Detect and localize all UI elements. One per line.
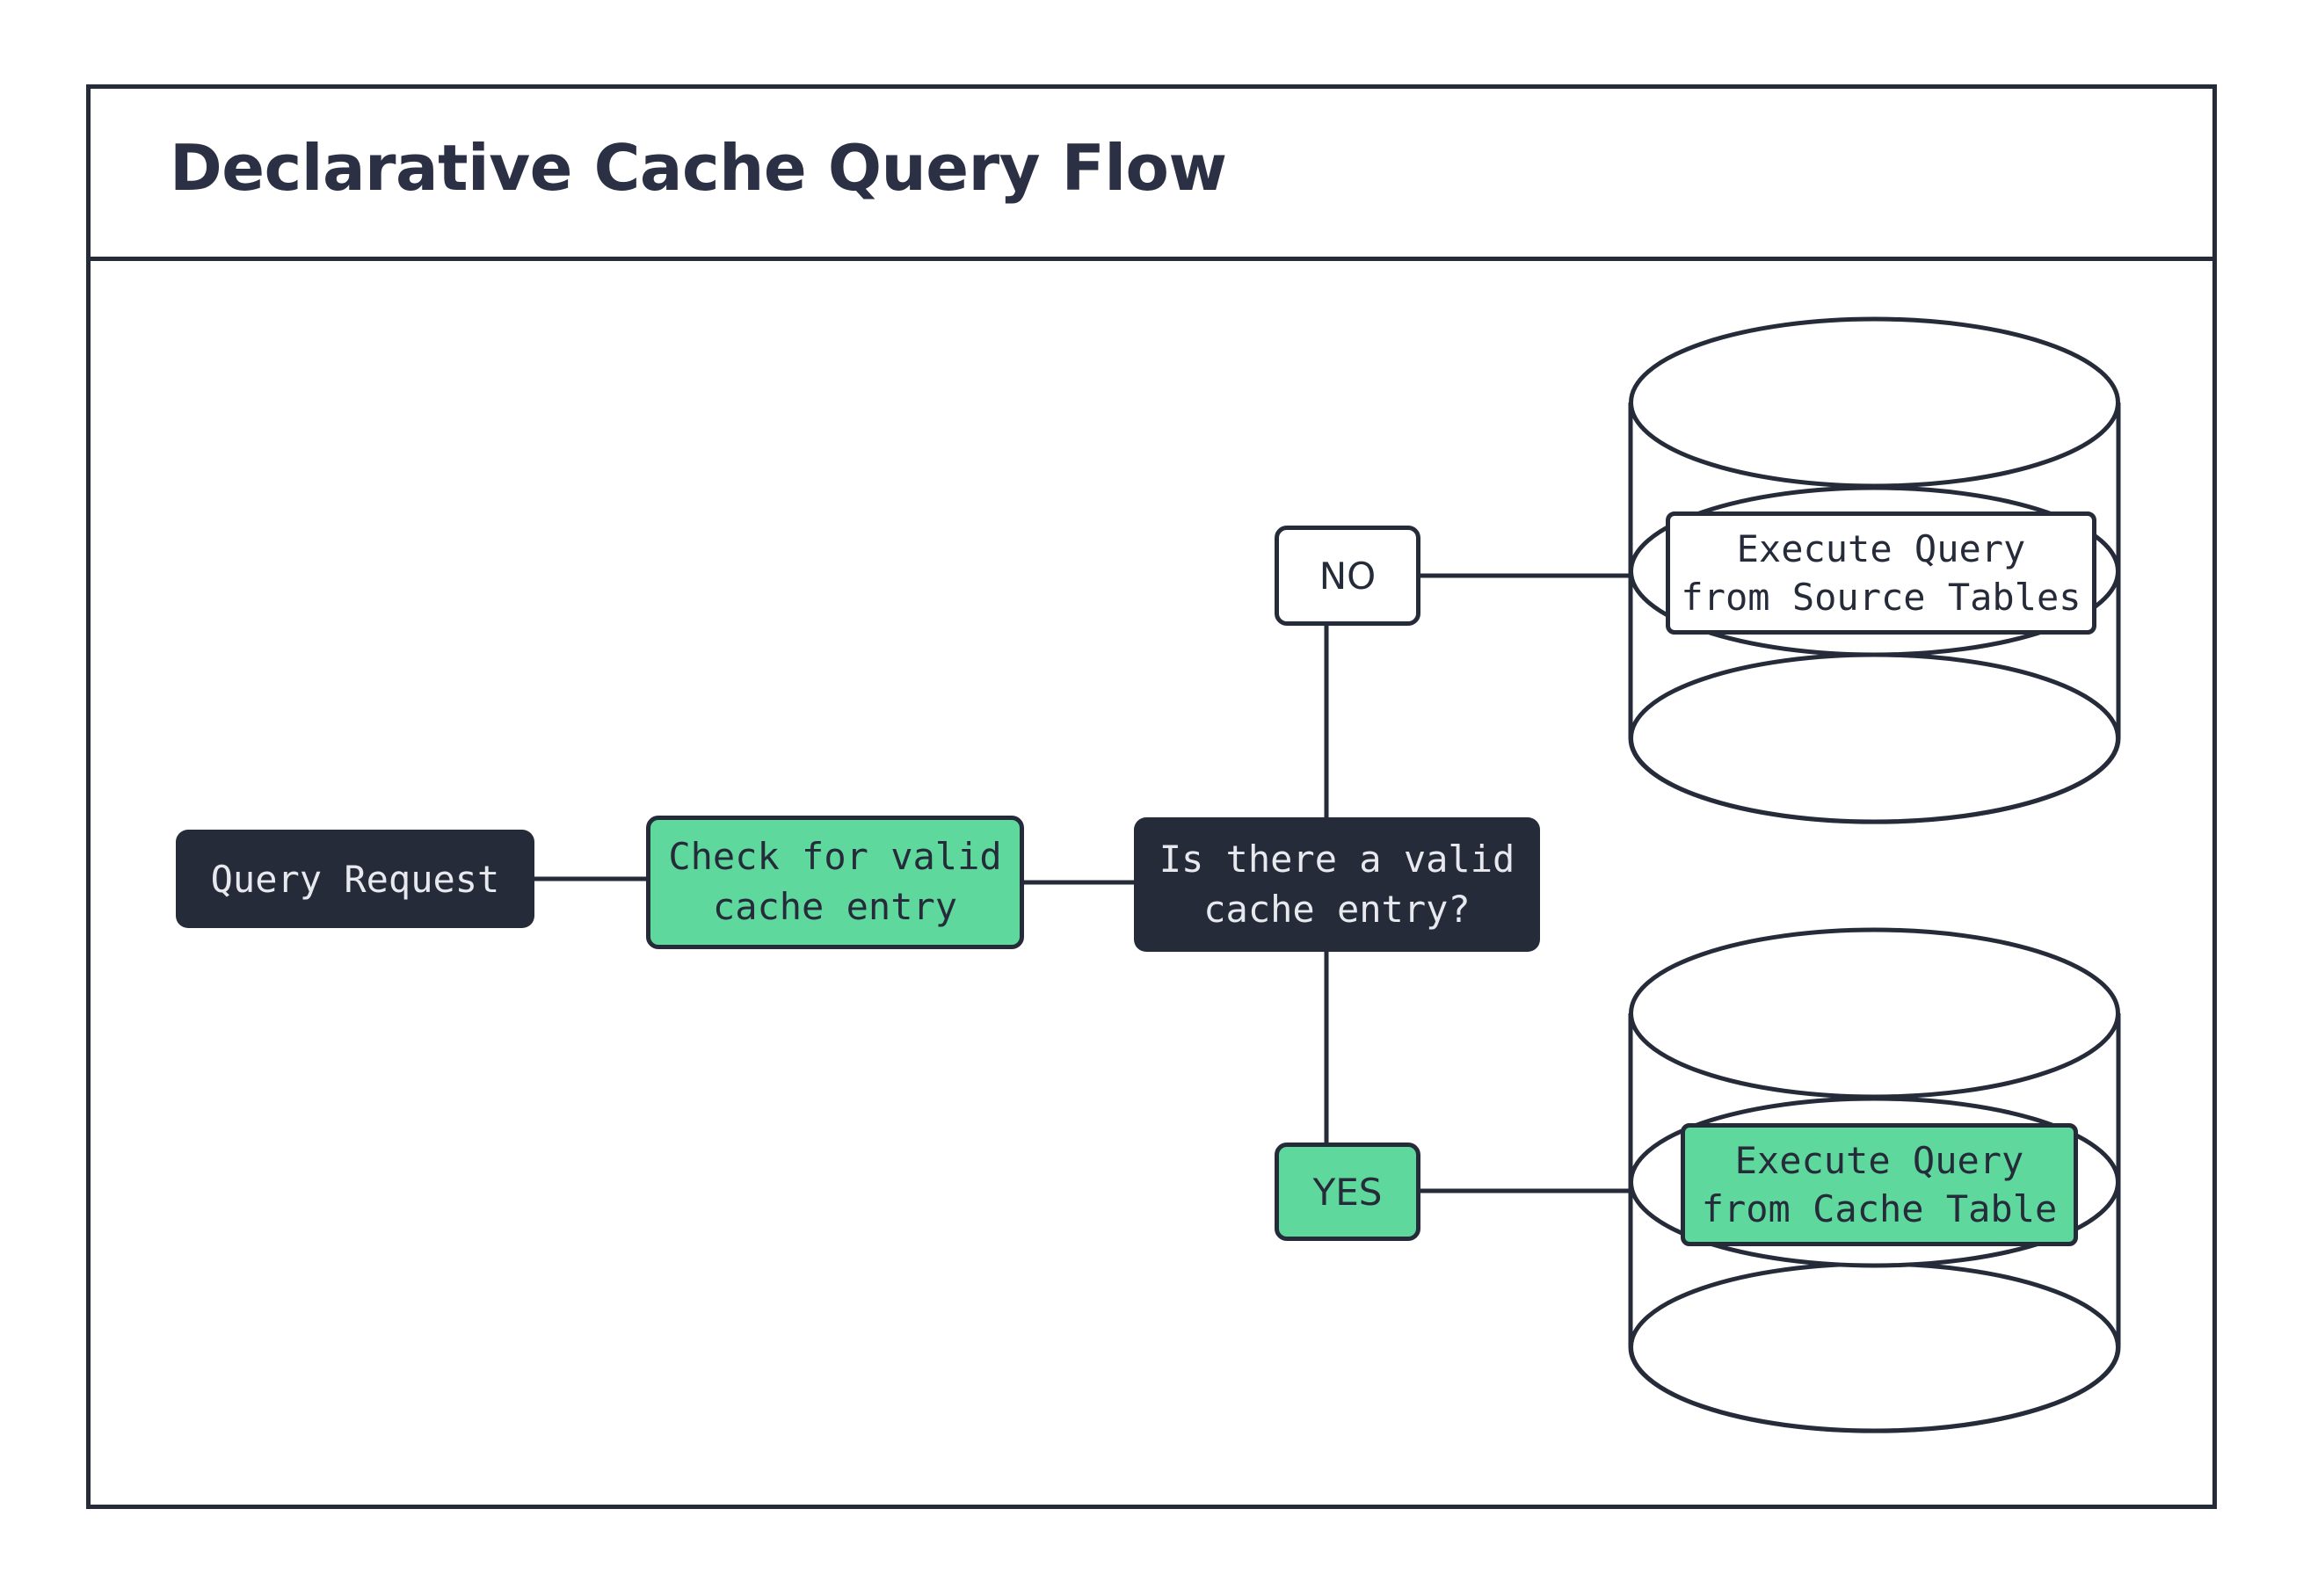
node-decision-valid-cache-entry[interactable]: Is there a valid cache entry? bbox=[1134, 817, 1540, 952]
node-execute-query-from-cache-table[interactable]: Execute Query from Cache Table bbox=[1681, 1123, 2078, 1246]
node-query-request[interactable]: Query Request bbox=[176, 830, 534, 928]
page-title: Declarative Cache Query Flow bbox=[170, 131, 1227, 205]
node-execute-query-from-source-tables[interactable]: Execute Query from Source Tables bbox=[1666, 511, 2096, 635]
edge-label-yes[interactable]: YES bbox=[1275, 1143, 1420, 1241]
title-bar: Declarative Cache Query Flow bbox=[91, 89, 2212, 261]
node-check-for-valid-cache-entry[interactable]: Check for valid cache entry bbox=[646, 816, 1024, 949]
edge-label-no[interactable]: NO bbox=[1275, 526, 1420, 626]
